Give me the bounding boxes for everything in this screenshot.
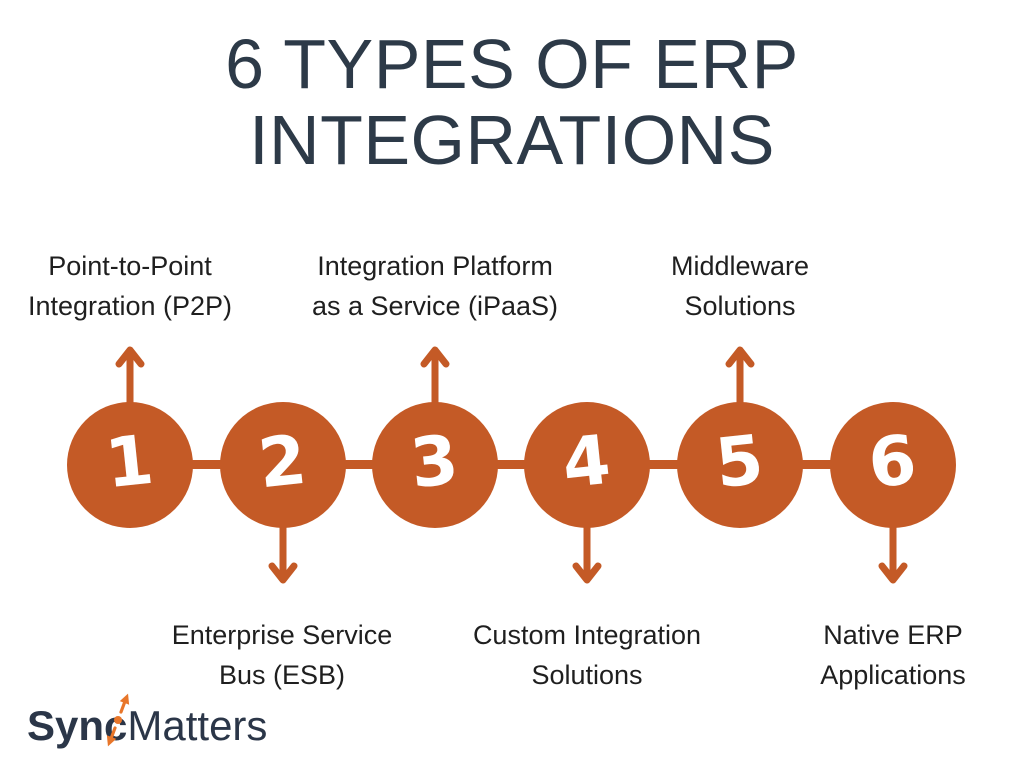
arrow-down-icon (877, 524, 909, 586)
step-label-6: Native ERP Applications (820, 620, 966, 690)
step-circle-3: 3 (372, 402, 498, 528)
step-label-3: Integration Platform as a Service (iPaaS… (311, 251, 559, 321)
arrow-up-icon (419, 344, 451, 406)
step-label-2: Enterprise Service Bus (ESB) (171, 620, 393, 690)
arrow-down-icon (267, 524, 299, 586)
step-label-1: Point-to-Point Integration (P2P) (27, 251, 233, 321)
step-label-4: Custom Integration Solutions (472, 620, 702, 690)
step-circle-1: 1 (67, 402, 193, 528)
step-label-5: Middleware Solutions (670, 251, 810, 321)
step-number-4: 4 (559, 420, 615, 505)
step-circle-6: 6 (830, 402, 956, 528)
arrow-down-icon (571, 524, 603, 586)
timeline-connector (130, 460, 893, 469)
step-circle-5: 5 (677, 402, 803, 528)
syncmatters-logo: Sync Matters (27, 693, 268, 751)
step-circle-4: 4 (524, 402, 650, 528)
step-number-3: 3 (407, 420, 463, 505)
step-number-1: 1 (102, 420, 158, 505)
page-title: 6 TYPES OF ERP INTEGRATIONS (225, 25, 799, 179)
sync-arrow-icon (106, 693, 130, 747)
step-number-2: 2 (255, 420, 311, 505)
arrow-up-icon (724, 344, 756, 406)
logo-sync-c: c (104, 693, 130, 751)
step-number-5: 5 (712, 420, 768, 505)
step-number-6: 6 (865, 420, 921, 505)
arrow-up-icon (114, 344, 146, 406)
logo-text-matters: Matters (127, 702, 268, 749)
logo-text-syn: Syn (27, 702, 105, 749)
step-circle-2: 2 (220, 402, 346, 528)
